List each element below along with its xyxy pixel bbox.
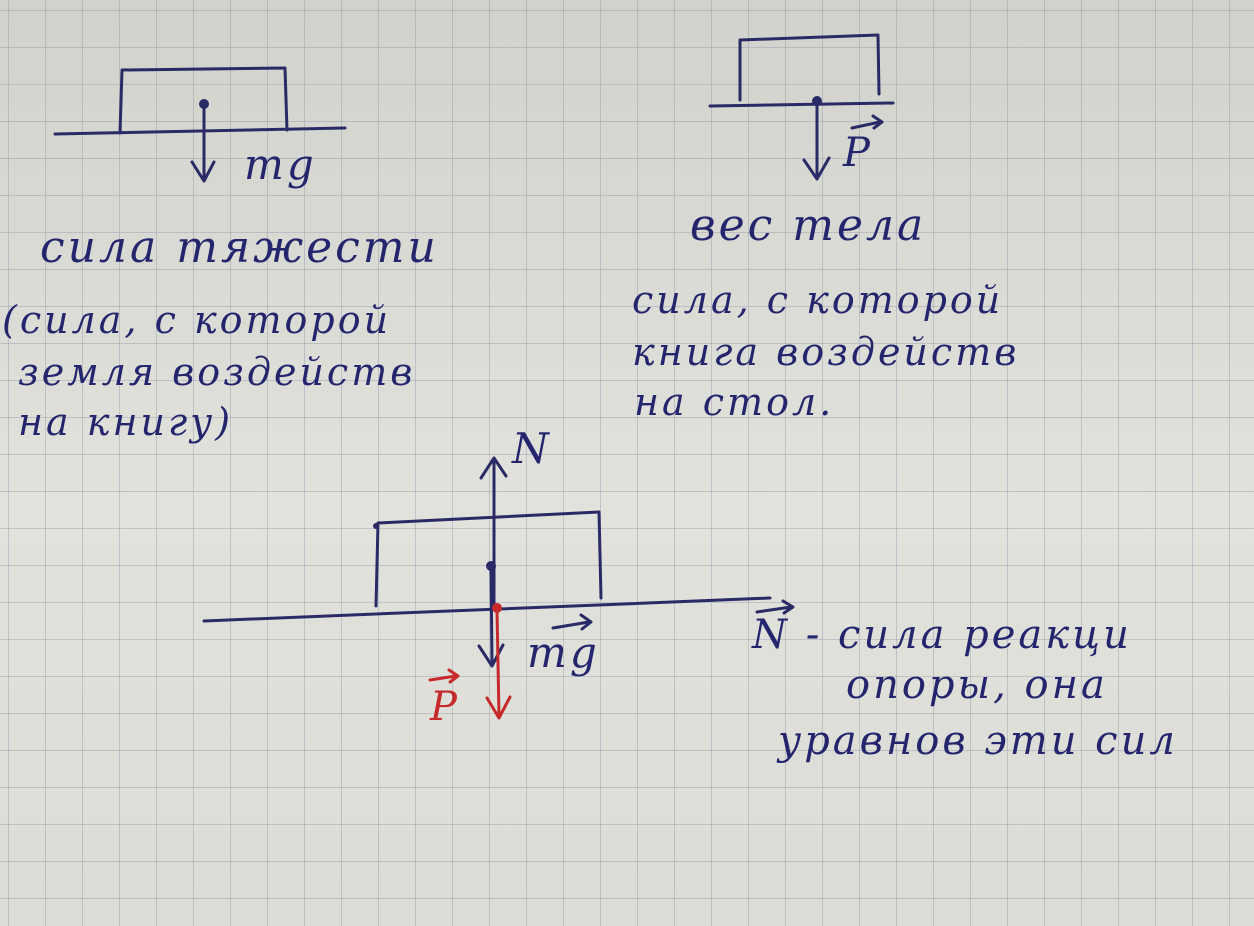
- vector-mark-mg: [551, 613, 593, 631]
- label-n: N: [512, 424, 552, 473]
- book-rectangle: [374, 510, 603, 608]
- label-p-top-right: P: [843, 130, 873, 176]
- label-p-bottom: P: [430, 684, 460, 730]
- diagram-top-right: [708, 33, 895, 181]
- note-normal-line-3: уравнов эти сил: [778, 718, 1178, 764]
- table-surface-line: [708, 101, 895, 108]
- vector-mark-p: [428, 668, 460, 684]
- vector-mark-p: [850, 114, 884, 130]
- normal-arrowhead: [479, 456, 508, 480]
- table-surface-line: [53, 126, 347, 136]
- contact-point-dot: [492, 603, 502, 613]
- book-rectangle: [738, 33, 881, 102]
- note-line-2: земля воздейств: [18, 350, 416, 394]
- gravity-arrowhead: [477, 643, 505, 668]
- weight-vector: [495, 608, 501, 718]
- diagram-top-left: [53, 66, 347, 183]
- table-surface-line: [202, 596, 772, 623]
- label-mg-top-left: mg: [244, 140, 317, 189]
- label-mg-bottom: mg: [527, 628, 600, 677]
- note-line-1: (сила, с которой: [2, 298, 392, 342]
- caption-body-weight: вес тела: [690, 200, 927, 251]
- corner-dot: [373, 523, 379, 529]
- note-line-3: на книгу): [18, 400, 234, 444]
- diagram-bottom: [202, 456, 795, 720]
- weight-arrowhead: [802, 156, 831, 181]
- gravity-vector: [489, 564, 494, 666]
- note-normal-line-2: опоры, она: [846, 662, 1108, 708]
- note-line-3: на стол.: [634, 380, 835, 424]
- book-rectangle: [118, 66, 289, 135]
- caption-gravity-force: сила тяжести: [40, 222, 439, 273]
- vector-mark-n: [755, 599, 795, 615]
- weight-arrowhead: [485, 695, 512, 720]
- note-normal-line-1: N - сила реакци: [752, 612, 1132, 658]
- note-line-2: книга воздейств: [632, 330, 1020, 374]
- note-line-1: сила, с которой: [632, 278, 1004, 322]
- gravity-arrowhead: [190, 160, 216, 183]
